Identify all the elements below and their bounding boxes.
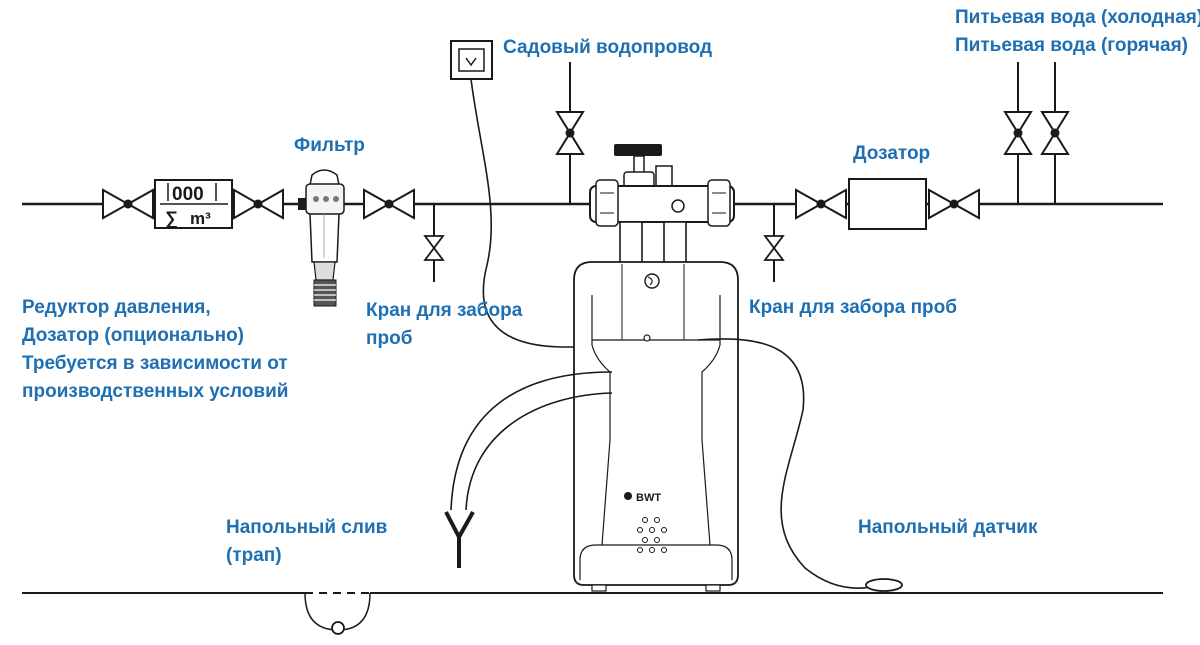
sample-tap-right-label: Кран для забора проб xyxy=(749,297,957,318)
dosing-unit-label: Дозатор xyxy=(853,143,931,164)
bypass-valve-icon xyxy=(589,144,735,265)
floor-sensor-icon xyxy=(865,578,903,592)
floor-drain-icon xyxy=(444,511,475,568)
label-line: производственных условий xyxy=(22,381,289,402)
softener-brand: BWT xyxy=(636,492,661,504)
floor-sensor-cable xyxy=(697,338,881,589)
label-line: проб xyxy=(366,328,413,349)
pressure-reducer-label: Редуктор давления, Дозатор (опционально)… xyxy=(22,294,288,406)
floor-line xyxy=(22,592,1163,635)
drinking-hot-label: Питьевая вода (горячая) xyxy=(955,35,1188,56)
gate-valve-icon xyxy=(363,188,415,220)
gate-valve-icon xyxy=(233,188,284,220)
floor-drain-label: Напольный слив (трап) xyxy=(226,514,387,570)
sample-tap-left-label: Кран для забора проб xyxy=(366,297,522,353)
gate-valve-icon xyxy=(795,188,847,220)
gate-valve-icon xyxy=(928,188,980,220)
garden-supply-label: Садовый водопровод xyxy=(503,37,713,58)
label-line: Требуется в зависимости от xyxy=(22,353,288,374)
label-line: Редуктор давления, xyxy=(22,297,211,318)
meter-unit: m³ xyxy=(190,209,211,228)
water-meter-icon: 000 ∑ m³ xyxy=(154,179,233,229)
sample-tap-icon xyxy=(423,204,445,282)
bwt-logo-icon xyxy=(644,273,660,289)
label-line: Напольный слив xyxy=(226,517,388,538)
doser-icon xyxy=(848,178,927,230)
filter-icon xyxy=(298,169,345,307)
drain-hoses xyxy=(450,371,613,511)
garden-supply-branch xyxy=(555,62,585,204)
gate-valve-icon xyxy=(102,188,154,220)
control-panel-icon xyxy=(637,517,667,553)
label-line: Кран для забора xyxy=(366,300,523,321)
drinking-water-labels: Питьевая вода (холодная) Питьевая вода (… xyxy=(955,4,1200,60)
filter-label: Фильтр xyxy=(294,135,365,156)
power-cable xyxy=(470,78,615,348)
floor-sensor-label: Напольный датчик xyxy=(858,517,1038,538)
drinking-cold-branch xyxy=(1003,62,1033,204)
power-socket-icon xyxy=(450,40,493,80)
drinking-cold-label: Питьевая вода (холодная) xyxy=(955,7,1200,28)
drinking-hot-branch xyxy=(1040,62,1070,204)
sample-tap-icon xyxy=(763,204,785,282)
label-line: (трап) xyxy=(226,545,282,566)
meter-count: 000 xyxy=(172,184,204,205)
floor-trap-icon xyxy=(331,621,345,635)
label-line: Дозатор (опционально) xyxy=(22,325,245,346)
meter-sum-symbol: ∑ xyxy=(165,208,178,228)
softener-unit-icon: BWT xyxy=(573,261,739,592)
